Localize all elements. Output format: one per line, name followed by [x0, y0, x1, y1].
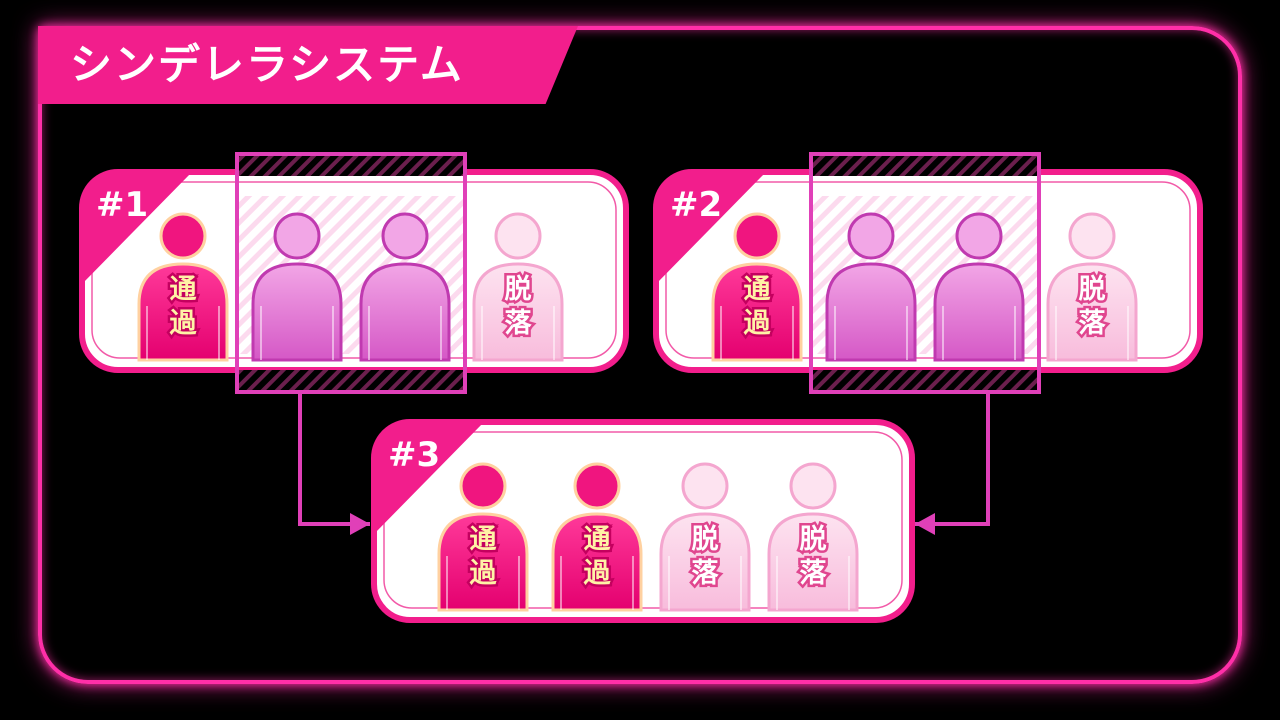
person-middle-icon [825, 212, 917, 362]
panel-corner-tag [656, 172, 766, 284]
flow-arrow [915, 392, 990, 535]
panel-corner-tag [374, 422, 484, 534]
person-head [847, 212, 895, 260]
person-status-label: 脱 [692, 524, 719, 555]
selection-top-band [237, 154, 465, 176]
person-status-label: 過 [584, 558, 612, 589]
person-status-label: 落 [1079, 308, 1107, 339]
person-head [459, 462, 507, 510]
person-middle-icon [251, 212, 343, 362]
person-pass-icon: 通過 [711, 212, 803, 362]
person-status-label: 通 [744, 274, 771, 305]
person-body [472, 262, 564, 362]
selection-outline [809, 152, 1041, 394]
person-body [359, 262, 451, 362]
person-body [137, 262, 229, 362]
person-head [789, 462, 837, 510]
person-head [733, 212, 781, 260]
person-head [955, 212, 1003, 260]
person-status-label: 落 [800, 558, 828, 589]
neon-frame [38, 26, 1242, 684]
person-body [825, 262, 917, 362]
person-drop-icon: 脱落 [1046, 212, 1138, 362]
title-tab [38, 26, 578, 104]
flow-arrow-line [915, 392, 990, 526]
person-body [251, 262, 343, 362]
person-head [381, 212, 429, 260]
selection-frame [235, 152, 467, 394]
person-status-label: 落 [692, 558, 720, 589]
person-head [494, 212, 542, 260]
person-body [711, 262, 803, 362]
selection-bottom-band [237, 370, 465, 392]
person-status-label: 通 [584, 524, 611, 555]
person-body [437, 512, 529, 612]
person-body [551, 512, 643, 612]
person-body [1046, 262, 1138, 362]
group-label: #2 [670, 185, 722, 225]
person-head [681, 462, 729, 510]
person-head [573, 462, 621, 510]
person-status-label: 通 [470, 524, 497, 555]
group-label: #1 [96, 185, 148, 225]
person-pass-icon: 通過 [437, 462, 529, 612]
selection-top-band [811, 154, 1039, 176]
person-status-label: 落 [505, 308, 533, 339]
diagram-title: シンデレラシステム [70, 40, 464, 89]
person-body [659, 512, 751, 612]
person-status-label: 脱 [505, 274, 532, 305]
person-head [1068, 212, 1116, 260]
selection-bottom-band [811, 370, 1039, 392]
person-status-label: 脱 [800, 524, 827, 555]
selection-frame [809, 152, 1041, 394]
person-status-label: 通 [170, 274, 197, 305]
person-drop-icon: 脱落 [472, 212, 564, 362]
person-drop-icon: 脱落 [659, 462, 751, 612]
group-label: #3 [388, 435, 440, 475]
person-middle-icon [933, 212, 1025, 362]
person-status-label: 脱 [1079, 274, 1106, 305]
selection-outline [235, 152, 467, 394]
person-head [159, 212, 207, 260]
person-status-label: 過 [744, 308, 772, 339]
flow-arrow [298, 392, 370, 535]
person-body [767, 512, 859, 612]
flow-arrow-head [915, 513, 935, 535]
person-pass-icon: 通過 [137, 212, 229, 362]
person-drop-icon: 脱落 [767, 462, 859, 612]
flow-arrow-head [350, 513, 370, 535]
flow-arrow-line [298, 392, 370, 526]
person-middle-icon [359, 212, 451, 362]
person-status-label: 過 [170, 308, 198, 339]
person-body [933, 262, 1025, 362]
person-pass-icon: 通過 [551, 462, 643, 612]
person-head [273, 212, 321, 260]
panel-corner-tag [82, 172, 192, 284]
person-status-label: 過 [470, 558, 498, 589]
